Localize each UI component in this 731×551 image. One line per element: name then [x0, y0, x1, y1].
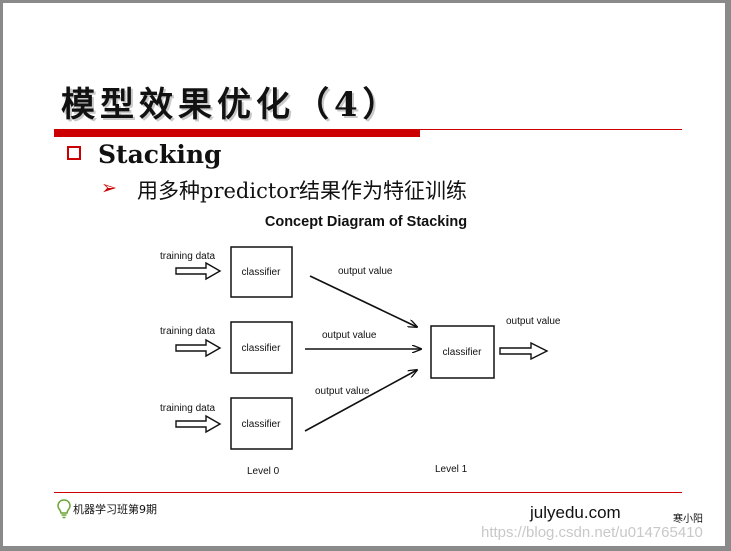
footer-author: 寒小阳 [673, 514, 703, 525]
slide: 模型效果优化（4） Stacking ➢ 用多种predictor结果作为特征训… [3, 3, 725, 546]
title-underline-thick [54, 129, 420, 137]
section-heading: Stacking [98, 140, 222, 169]
title-underline-thin [420, 129, 682, 130]
classifier-box-1 [230, 246, 293, 298]
meta-classifier-box [430, 325, 495, 379]
input-label-3: training data [160, 403, 215, 414]
output-edge-3 [304, 370, 417, 432]
meta-classifier-label: classifier [443, 347, 483, 358]
final-output-label: output value [506, 316, 561, 327]
classifier-label-3: classifier [242, 419, 282, 430]
input-label-1: training data [160, 251, 215, 262]
input-arrow-2 [175, 338, 222, 358]
level-1-label: Level 1 [435, 464, 468, 475]
input-arrow-3 [175, 414, 222, 434]
lightbulb-icon [57, 499, 71, 519]
square-bullet-icon [67, 146, 81, 160]
input-label-2: training data [160, 326, 215, 337]
classifier-label-1: classifier [242, 267, 282, 278]
classifier-box-3 [230, 397, 293, 450]
output-label-1: output value [338, 266, 393, 277]
sub-bullet-text: 用多种predictor结果作为特征训练 [137, 179, 467, 203]
input-arrow-1 [175, 261, 222, 281]
stacking-diagram: Concept Diagram of Stacking training dat… [160, 214, 561, 477]
output-edge-1 [309, 275, 417, 327]
footer-course: 机器学习班第9期 [73, 503, 157, 516]
final-output-arrow [499, 341, 549, 361]
footer-site: julyedu.com [530, 503, 621, 522]
classifier-label-2: classifier [242, 343, 282, 354]
slide-title: 模型效果优化（4） [61, 85, 402, 125]
arrow-bullet-icon: ➢ [101, 177, 117, 199]
output-label-3: output value [315, 386, 370, 397]
footer-divider [54, 492, 682, 493]
level-0-label: Level 0 [247, 466, 280, 477]
output-label-2: output value [322, 330, 377, 341]
diagram-title: Concept Diagram of Stacking [265, 214, 467, 230]
classifier-box-2 [230, 321, 293, 374]
watermark: https://blog.csdn.net/u014765410 [481, 524, 703, 541]
